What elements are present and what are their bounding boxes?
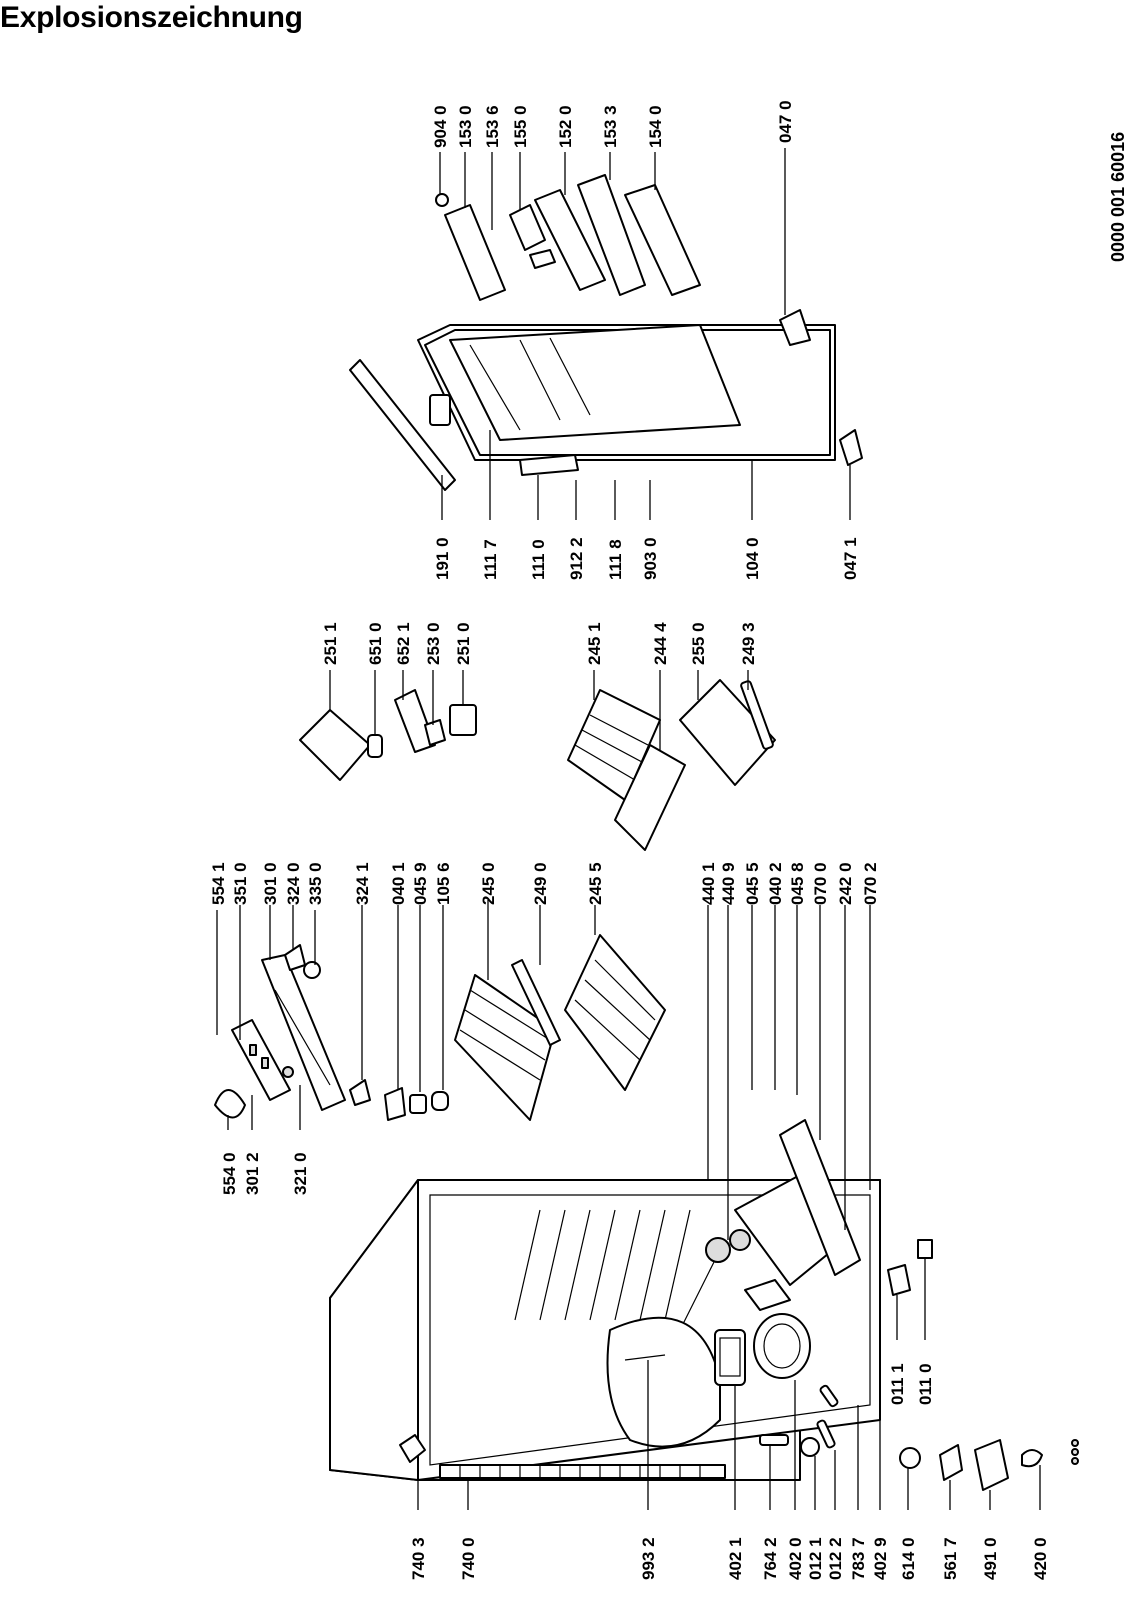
part-label-251-1: 251 1	[321, 622, 340, 665]
part-label-242-0: 242 0	[836, 862, 855, 905]
part-label-047-0: 047 0	[776, 100, 795, 143]
feet	[887, 1239, 933, 1296]
part-label-491-0: 491 0	[981, 1537, 1000, 1580]
part-label-012-1: 012 1	[806, 1537, 825, 1580]
part-label-070-2: 070 2	[861, 862, 880, 905]
part-label-154-0: 154 0	[646, 105, 665, 148]
part-label-402-9: 402 9	[871, 1537, 890, 1580]
door-assembly	[349, 324, 836, 491]
leader-lines	[216, 148, 1041, 1510]
part-label-012-2: 012 2	[826, 1537, 845, 1580]
part-label-011-0: 011 0	[916, 1363, 935, 1405]
part-label-554-0: 554 0	[220, 1152, 239, 1195]
part-label-040-1: 040 1	[389, 862, 408, 905]
part-label-245-5: 245 5	[586, 862, 605, 905]
part-label-153-3: 153 3	[601, 105, 620, 148]
part-label-301-0: 301 0	[261, 862, 280, 905]
part-label-155-0: 155 0	[511, 105, 530, 148]
part-label-651-0: 651 0	[366, 622, 385, 665]
part-label-152-0: 152 0	[556, 105, 575, 148]
part-label-324-1: 324 1	[353, 862, 372, 905]
part-label-301-2: 301 2	[243, 1152, 262, 1195]
part-label-554-1: 554 1	[209, 862, 228, 905]
cabinet-body	[329, 1119, 881, 1481]
part-label-561-7: 561 7	[941, 1537, 960, 1580]
part-label-912-2: 912 2	[567, 537, 586, 580]
part-label-011-1: 011 1	[888, 1363, 907, 1405]
part-label-105-6: 105 6	[434, 862, 453, 905]
part-label-153-6: 153 6	[483, 105, 502, 148]
part-label-321-0: 321 0	[291, 1152, 310, 1195]
part-label-614-0: 614 0	[899, 1537, 918, 1580]
part-label-111-0: 111 0	[529, 539, 548, 580]
grill-bracket	[399, 1434, 426, 1463]
part-label-245-1: 245 1	[585, 622, 604, 665]
fan-housing-parts	[299, 689, 477, 781]
part-label-249-0: 249 0	[531, 862, 550, 905]
part-label-111-7: 111 7	[481, 539, 500, 580]
part-label-040-2: 040 2	[766, 862, 785, 905]
part-label-045-8: 045 8	[788, 862, 807, 905]
part-label-740-3: 740 3	[409, 1537, 428, 1580]
part-label-255-0: 255 0	[689, 622, 708, 665]
part-label-440-1: 440 1	[699, 862, 718, 905]
compressor	[714, 1279, 811, 1386]
condenser-grill	[439, 1464, 726, 1479]
control-parts	[214, 944, 449, 1121]
shelves-left	[454, 934, 666, 1121]
part-label-335-0: 335 0	[306, 862, 325, 905]
part-label-904-0: 904 0	[431, 105, 450, 148]
small-parts-lower	[759, 1384, 1079, 1491]
part-label-045-9: 045 9	[411, 862, 430, 905]
part-label-045-5: 045 5	[743, 862, 762, 905]
part-label-652-1: 652 1	[394, 622, 413, 665]
door-bins	[435, 174, 863, 466]
part-label-993-2: 993 2	[639, 1537, 658, 1580]
part-label-111-8: 111 8	[606, 539, 625, 580]
part-label-244-4: 244 4	[651, 622, 670, 665]
part-label-440-9: 440 9	[719, 862, 738, 905]
part-label-420-0: 420 0	[1031, 1537, 1050, 1580]
cover-plate	[606, 1316, 721, 1448]
shelves-middle	[567, 679, 776, 851]
part-label-402-1: 402 1	[726, 1537, 745, 1580]
part-label-324-0: 324 0	[284, 862, 303, 905]
part-label-245-0: 245 0	[479, 862, 498, 905]
part-label-764-2: 764 2	[761, 1537, 780, 1580]
part-label-253-0: 253 0	[424, 622, 443, 665]
document-number: 0000 001 60016	[1108, 132, 1128, 262]
page-title: Explosionszeichnung	[0, 1, 303, 34]
part-label-191-0: 191 0	[433, 537, 452, 580]
part-label-047-1: 047 1	[841, 537, 860, 580]
part-label-903-0: 903 0	[641, 537, 660, 580]
part-label-402-0: 402 0	[786, 1537, 805, 1580]
part-label-070-0: 070 0	[811, 862, 830, 905]
part-label-740-0: 740 0	[459, 1537, 478, 1580]
part-label-153-0: 153 0	[456, 105, 475, 148]
part-label-783-7: 783 7	[849, 1537, 868, 1580]
part-label-251-0: 251 0	[454, 622, 473, 665]
part-label-249-3: 249 3	[739, 622, 758, 665]
part-label-351-0: 351 0	[231, 862, 250, 905]
part-label-104-0: 104 0	[743, 537, 762, 580]
